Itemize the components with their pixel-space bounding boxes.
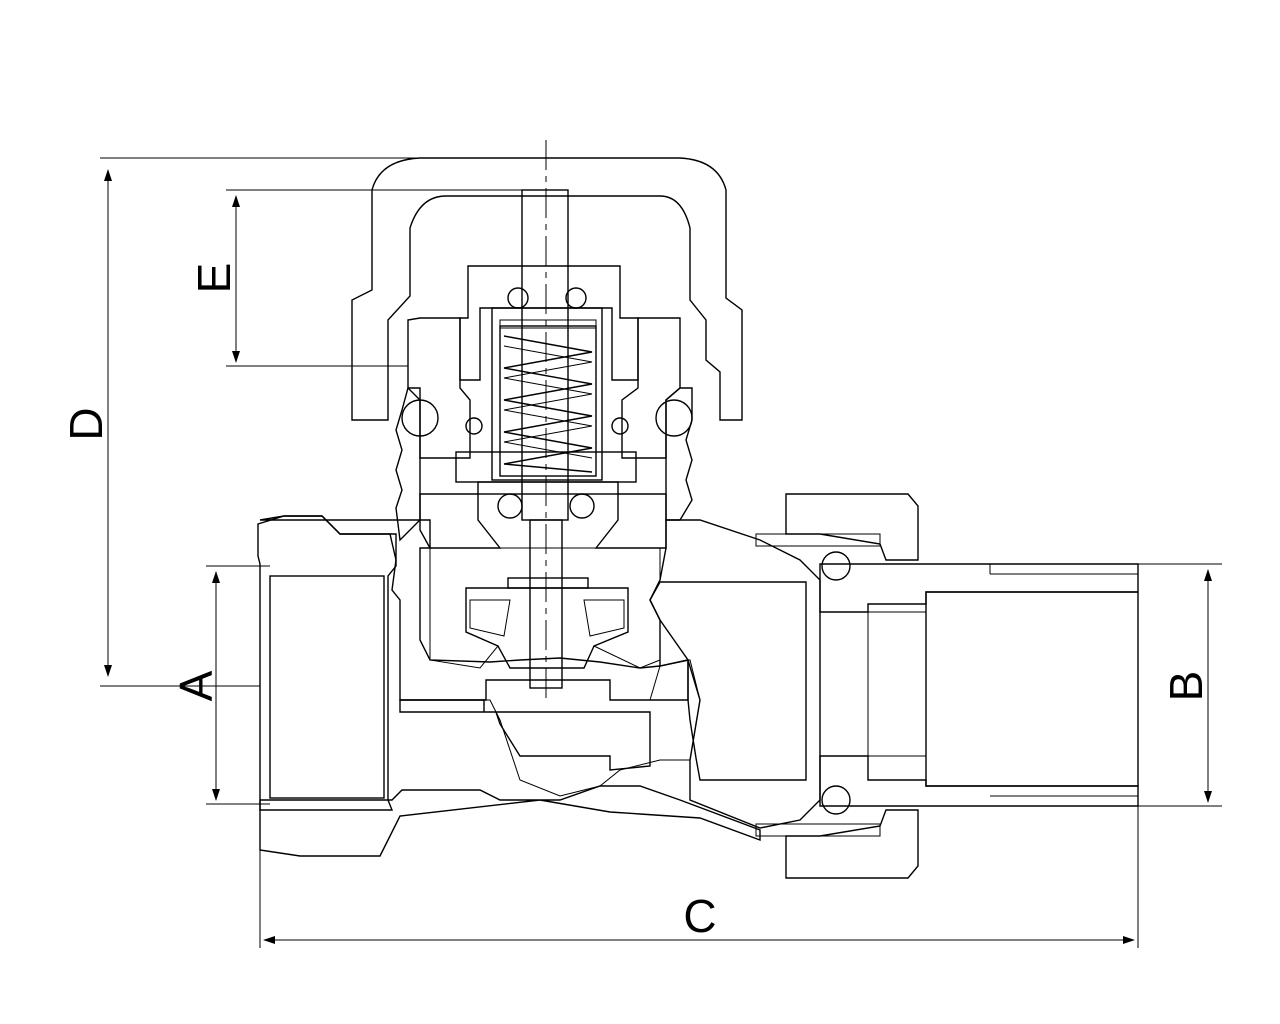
dimension-b: B [1138, 563, 1222, 807]
dimension-c: C [259, 806, 1139, 948]
spring-cartridge [491, 307, 603, 481]
valve-cap [351, 157, 743, 421]
tail-piece [819, 563, 1139, 807]
valve-disc [465, 577, 629, 669]
dimension-c-label: C [683, 890, 716, 942]
dimension-e: E [188, 189, 522, 367]
dimension-d-label: D [60, 407, 112, 440]
dimension-d: D [60, 157, 546, 687]
dimension-e-label: E [188, 263, 240, 294]
valve-body [257, 515, 821, 857]
valve-stem [521, 140, 569, 700]
dimension-a: A [170, 565, 270, 805]
union-nut [755, 493, 919, 879]
o-rings [401, 287, 851, 815]
dimension-a-label: A [170, 670, 222, 701]
dimension-b-label: B [1160, 671, 1212, 702]
